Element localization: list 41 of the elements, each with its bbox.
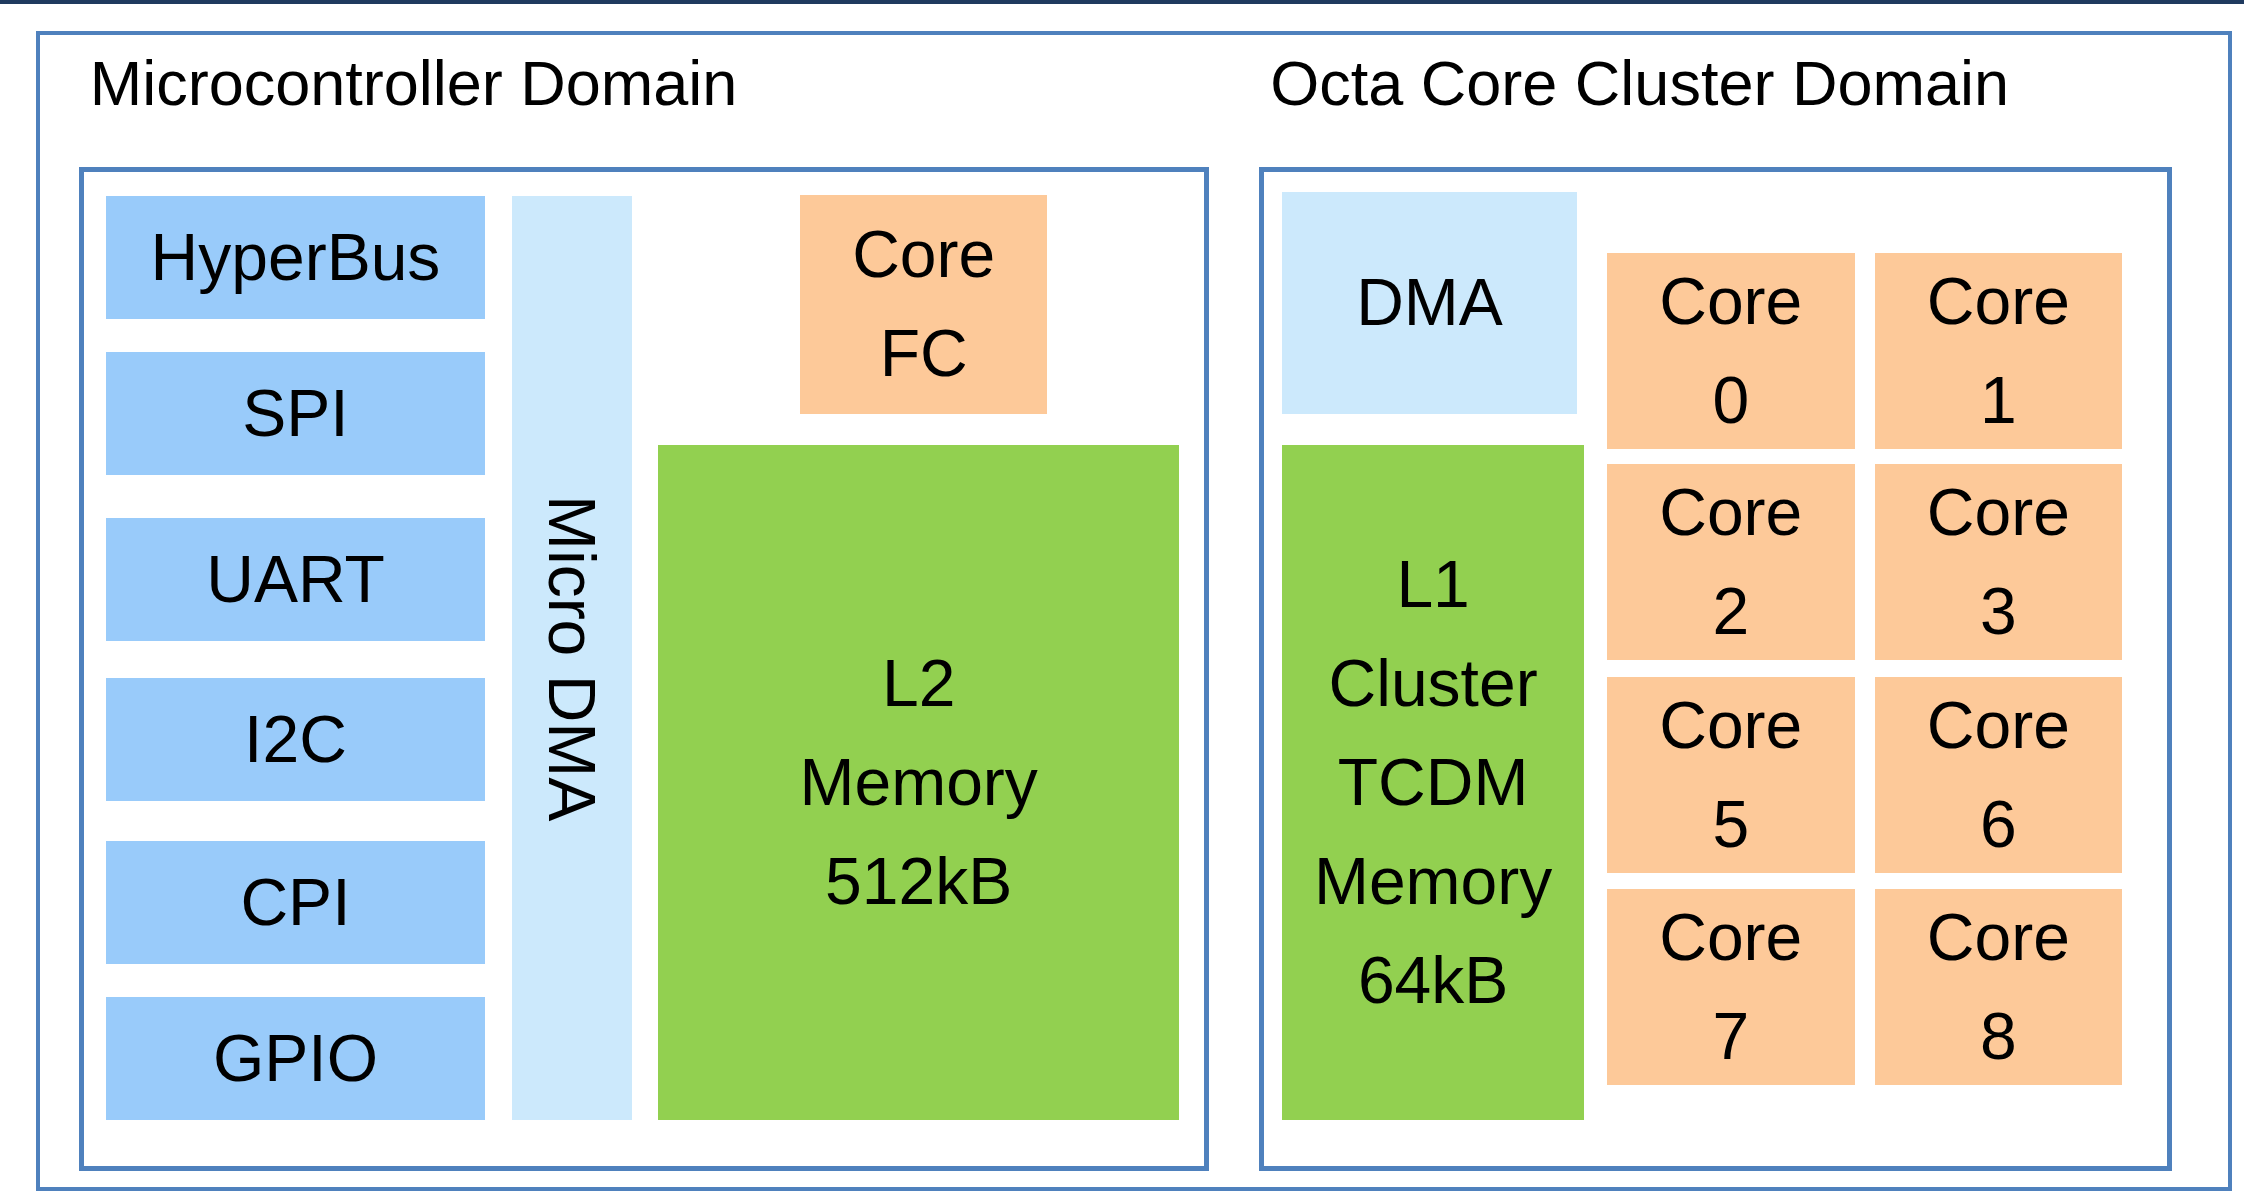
block-label: Core 6 <box>1926 686 2070 863</box>
block-label: Core 5 <box>1659 686 1803 863</box>
block-label: Core 2 <box>1659 473 1803 650</box>
core-block <box>1874 888 2123 1085</box>
peripheral-block <box>105 196 486 320</box>
block-label: HyperBus <box>150 219 441 297</box>
block-label: Core FC <box>852 216 996 393</box>
core-block <box>1607 676 1855 873</box>
peripheral-block <box>105 841 486 965</box>
block-label: Core 7 <box>1659 898 1803 1075</box>
core-block <box>1874 676 2123 873</box>
block-label: SPI <box>242 375 349 453</box>
block-label: UART <box>206 541 385 619</box>
peripheral-block <box>105 678 486 802</box>
block-label: GPIO <box>212 1020 378 1098</box>
peripheral-block <box>105 997 486 1121</box>
peripheral-block <box>105 518 486 642</box>
peripheral-block <box>105 352 486 476</box>
block-label: Core 8 <box>1926 898 2070 1075</box>
memory-block <box>658 445 1180 1121</box>
block-label: I2C <box>244 701 347 779</box>
block-label: Core 0 <box>1659 263 1803 440</box>
core-block <box>1607 463 1855 660</box>
core-block <box>1607 253 1855 450</box>
block-label: L1 Cluster TCDM Memory 64kB <box>1313 546 1553 1020</box>
outer-frame <box>35 31 2233 1191</box>
memory-block <box>1282 445 1585 1121</box>
dma-block <box>1282 191 1577 414</box>
block-label: CPI <box>240 864 351 942</box>
dma-block <box>512 196 633 1121</box>
block-label: Core 1 <box>1926 263 2070 440</box>
core-block <box>1874 463 2123 660</box>
block-label: L2 Memory 512kB <box>799 645 1038 921</box>
core-block <box>799 194 1048 414</box>
core-block <box>1607 888 1855 1085</box>
block-label: Core 3 <box>1926 473 2070 650</box>
block-label: DMA <box>1356 264 1503 342</box>
domain-heading: Octa Core Cluster Domain <box>1270 47 2009 121</box>
domain-heading: Microcontroller Domain <box>89 47 738 121</box>
block-label: Micro DMA <box>539 495 606 822</box>
core-block <box>1874 253 2123 450</box>
